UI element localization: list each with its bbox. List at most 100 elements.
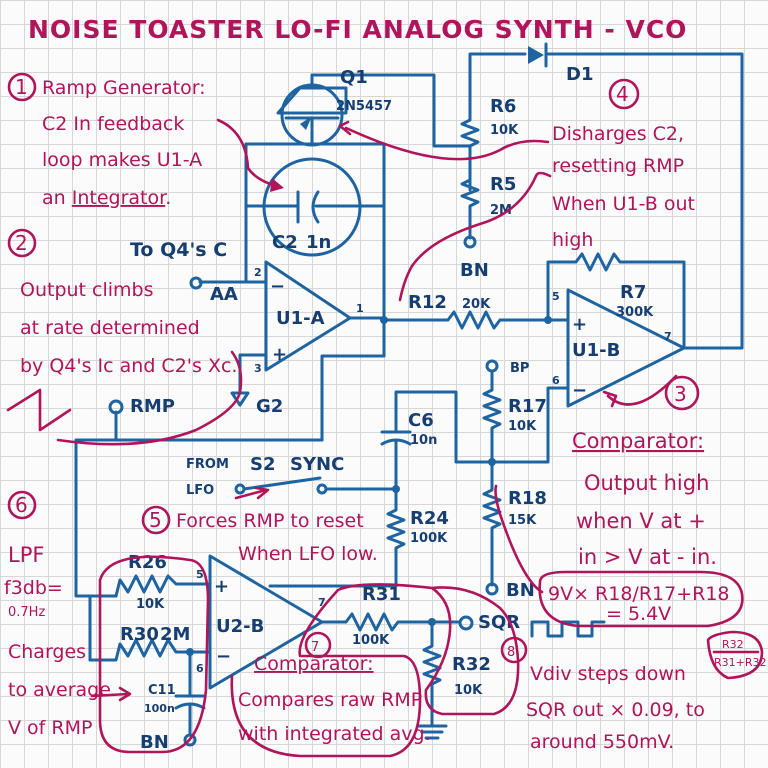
note-2-line-2: at rate determined xyxy=(20,317,200,339)
note-1-line-4: an Integrator. xyxy=(42,187,171,209)
s2-label: S2 xyxy=(250,454,276,475)
q1-part-label: 2N5457 xyxy=(336,99,392,114)
pin-1-u1a: 1 xyxy=(356,302,364,315)
s2-sync-label: SYNC xyxy=(290,454,344,475)
c2-label: C2 xyxy=(272,232,298,253)
wiring xyxy=(74,42,744,747)
pin-3-u1a: 3 xyxy=(254,362,262,375)
u1a-minus: − xyxy=(270,276,285,297)
q1-label: Q1 xyxy=(340,67,368,88)
note-3-result: = 5.4V xyxy=(606,603,671,625)
r30-label: R30 xyxy=(120,624,159,645)
pin-6-u1b: 6 xyxy=(552,374,560,387)
u1a-opamp xyxy=(264,260,352,372)
pin-2-u1a: 2 xyxy=(254,266,262,279)
r24-label: R24 xyxy=(410,508,449,529)
c6-label: C6 xyxy=(408,410,434,431)
ramp-sketch xyxy=(6,388,72,432)
c2-circle xyxy=(262,157,362,257)
note-4-line-4: high xyxy=(552,229,593,251)
note-5-line-1: Forces RMP to reset xyxy=(176,510,364,532)
note-8-fraction-top: R32 xyxy=(722,638,744,651)
c2-value: 1n xyxy=(306,232,331,253)
note-8-line-2: SQR out × 0.09, to xyxy=(526,699,705,721)
note-6-number: 6 xyxy=(15,493,28,517)
u1b-label: U1-B xyxy=(572,340,620,361)
pin-7-u1b: 7 xyxy=(664,330,672,343)
pin-5-u2b: 5 xyxy=(196,568,204,581)
note-6-line-3: V of RMP xyxy=(8,717,92,739)
rmp-label: RMP xyxy=(130,396,175,417)
note-3-line-1: Output high xyxy=(584,471,709,495)
r12-label: R12 xyxy=(408,292,447,313)
bn-label-bottom: BN xyxy=(140,732,169,753)
note-7-number: 7 xyxy=(311,640,319,655)
note-1-line-3: loop makes U1-A xyxy=(42,149,202,171)
r12-value: 20K xyxy=(462,297,491,312)
c11-label: C11 xyxy=(148,683,176,698)
aa-label: AA xyxy=(210,284,238,305)
note-5-number: 5 xyxy=(149,508,162,532)
bn-label-top: BN xyxy=(460,260,489,281)
note-2-number: 2 xyxy=(15,231,28,255)
node-labels: BN BP BN BN AA G2 RMP SQR FROM LFO 2 3 1… xyxy=(130,260,672,753)
r31-label: R31 xyxy=(362,584,401,605)
note-3-formula: 9V× R18/R17+R18 xyxy=(548,583,730,605)
bp-label: BP xyxy=(510,361,529,376)
u1a-label: U1-A xyxy=(276,308,325,329)
r32-value: 10K xyxy=(454,683,483,698)
bn-label-mid: BN xyxy=(506,580,535,601)
lfo-label: LFO xyxy=(186,483,214,498)
note-1-line-1: Ramp Generator: xyxy=(42,77,206,99)
g2-label: G2 xyxy=(256,396,283,417)
note-7-heading: Comparator: xyxy=(254,653,374,675)
c11-value: 100n xyxy=(144,702,175,715)
note-6-heading: LPF xyxy=(8,543,44,567)
note-1-number: 1 xyxy=(15,75,28,99)
c6-value: 10n xyxy=(410,433,437,448)
note-3-number: 3 xyxy=(674,382,687,406)
bn-node-top xyxy=(463,235,477,249)
r6-label: R6 xyxy=(490,96,516,117)
d1-label: D1 xyxy=(566,64,593,85)
pin-5-u1b: 5 xyxy=(552,290,560,303)
component-labels: Q1 2N5457 D1 R6 10K R5 2M C2 1n U1-A U1-… xyxy=(120,64,654,715)
note-4-line-1: Disharges C2, xyxy=(552,123,684,145)
note-6-frequency: 0.7Hz xyxy=(8,605,45,620)
note-7-line-1: Compares raw RMP xyxy=(238,689,422,711)
r7-value: 300K xyxy=(616,305,654,320)
u2b-opamp xyxy=(208,554,324,690)
u1b-minus: − xyxy=(572,380,587,401)
r18-value: 15K xyxy=(508,513,537,528)
note-3-heading: Comparator: xyxy=(572,429,704,453)
note-8-line-1: Vdiv steps down xyxy=(530,663,686,685)
r7-label: R7 xyxy=(620,282,646,303)
note-4-line-3: When U1-B out xyxy=(552,193,695,215)
note-8-line-3: around 550mV. xyxy=(530,731,674,753)
r24-value: 100K xyxy=(410,531,448,546)
r18-label: R18 xyxy=(508,488,547,509)
note-4-number: 4 xyxy=(616,82,629,106)
r30-value: 2M xyxy=(160,624,190,645)
note-2-to-q4: To Q4's C xyxy=(130,239,227,261)
u1a-plus: + xyxy=(272,344,287,365)
u2b-minus: − xyxy=(216,646,231,667)
pin-7-u2b: 7 xyxy=(318,596,326,609)
note-4-line-2: resetting RMP xyxy=(552,155,684,177)
note-3-line-3: in > V at - in. xyxy=(578,545,717,569)
annotations: 1 Ramp Generator: C2 In feedback loop ma… xyxy=(4,72,767,758)
from-label: FROM xyxy=(186,457,229,472)
r32-label: R32 xyxy=(452,654,491,675)
r17-label: R17 xyxy=(508,396,547,417)
u2b-plus: + xyxy=(214,576,229,597)
note-6-line-1: Charges xyxy=(8,641,86,663)
note-8-number: 8 xyxy=(507,645,515,660)
page-title: NOISE TOASTER LO-FI ANALOG SYNTH - VCO xyxy=(28,15,687,44)
r17-value: 10K xyxy=(508,419,537,434)
u1b-plus: + xyxy=(572,314,587,335)
r6-value: 10K xyxy=(490,123,519,138)
note-3-line-2: when V at + xyxy=(576,509,706,533)
note-8-fraction-bottom: R31+R32 xyxy=(714,656,767,669)
